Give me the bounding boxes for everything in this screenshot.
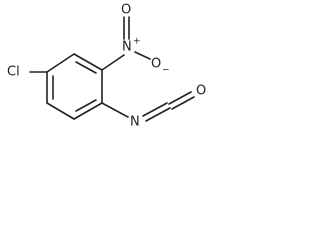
nitro-group: N + O O − <box>101 3 170 76</box>
atom-n-iso: N <box>130 115 140 130</box>
n-o-single-bond <box>134 51 151 60</box>
isocyanate-group: N O <box>101 84 206 130</box>
charge-plus: + <box>133 37 141 47</box>
atom-o-nitro-top: O <box>121 3 131 18</box>
ring-bond <box>73 102 103 120</box>
ring-bond <box>46 102 75 120</box>
chemical-structure: Cl N + O O − N O <box>7 3 206 130</box>
atom-o-nitro-side: O <box>151 57 161 72</box>
c-n-bond <box>101 102 129 118</box>
c-o-double-bond <box>168 91 192 105</box>
c-o-double-bond <box>171 96 195 110</box>
atom-n-nitro: N <box>122 40 132 55</box>
c-n-bond <box>101 54 125 71</box>
n-c-double-bond <box>142 102 168 117</box>
benzene-ring <box>46 53 103 120</box>
n-c-double-bond <box>145 107 171 122</box>
structure-canvas: Cl N + O O − N O <box>0 0 230 137</box>
ring-double-bond <box>75 61 97 74</box>
chloro-group: Cl <box>7 65 48 80</box>
ring-double-bond <box>75 99 97 112</box>
atom-o-iso: O <box>196 84 206 99</box>
charge-minus: − <box>162 66 170 76</box>
atom-cl: Cl <box>7 65 20 80</box>
ring-bond <box>46 53 75 73</box>
ring-bond <box>73 53 103 71</box>
